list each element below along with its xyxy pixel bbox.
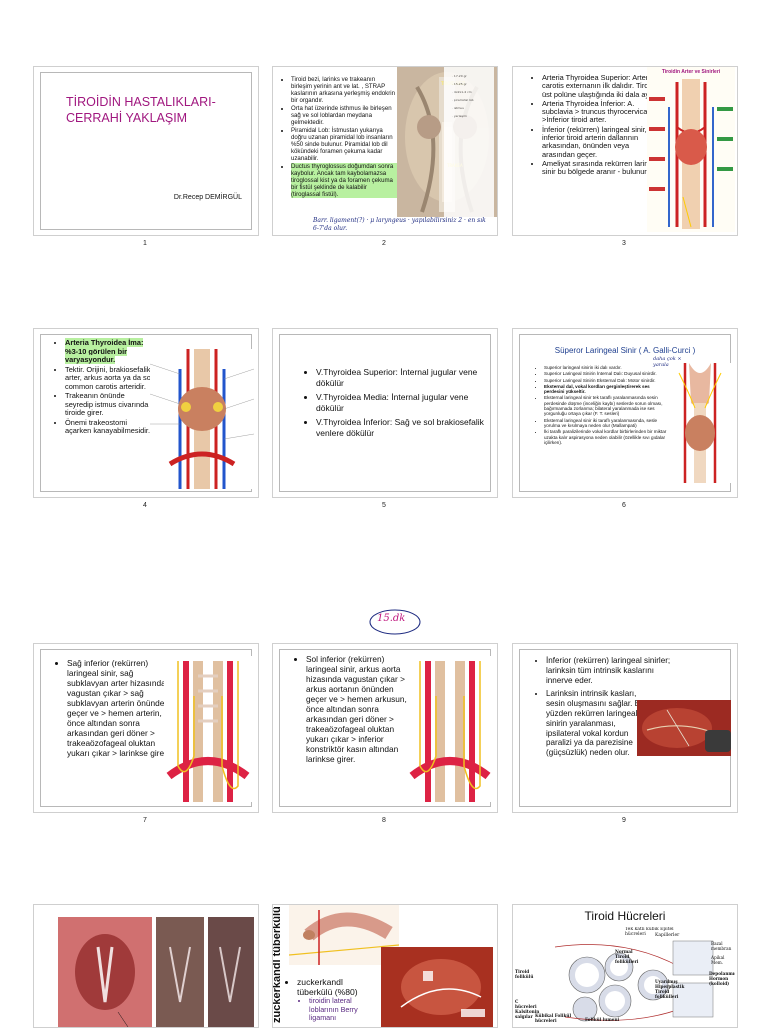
slide-frame (279, 334, 491, 492)
slide-title: Süperor Laringeal Sinir ( A. Galli-Curci… (554, 346, 696, 355)
bullet: Larinksin intrinsik kasları, sesin oluşm… (546, 689, 652, 758)
slide-text: V.Thyroidea Superior: İnternal jugular v… (307, 367, 492, 439)
bullet: Superior Laringeal Sinirin Eksternal Dal… (544, 378, 669, 383)
svg-text:· 15-25 gr: · 15-25 gr (452, 82, 467, 86)
bullet: Ductus thyroglossus doğumdan sonra kaybo… (291, 163, 397, 198)
slide-title: Tiroid Hücreleri (584, 909, 666, 923)
bullet: Arteria Thyroidea İma: %3-10 görülen bir… (65, 338, 154, 365)
svg-text:· piramidal lob: · piramidal lob (452, 98, 474, 102)
svg-text:· 4x2x1-4 cm: · 4x2x1-4 cm (452, 90, 472, 94)
cell-label: Apikal Mem. (711, 955, 725, 965)
time-note-text: 15.dk (377, 613, 406, 624)
bullet: Eksternal laringeal sinir tek taraflı ya… (544, 395, 669, 416)
slide-text: Sol inferior (rekürren) laringeal sinir,… (297, 654, 409, 765)
bullet: Sol inferior (rekürren) laringeal sinir,… (306, 654, 409, 764)
handwritten-time-note: 15.dk (368, 607, 422, 637)
slide-text: Tiroid bezi, larinks ve trakeanın birleş… (282, 76, 397, 199)
bullet: Tiroid bezi, larinks ve trakeanın birleş… (291, 76, 397, 104)
bullet: Piramidal Lob: İstmustan yukarıya doğru … (291, 127, 397, 162)
slide-text: Arteria Thyroidea İma: %3-10 görülen bir… (56, 338, 154, 437)
slide-3: Arteria Thyroidea Superior: Arteria caro… (512, 66, 738, 236)
slide-title: TİROİDİN HASTALIKLARI-CERRAHİ YAKLAŞIM (66, 95, 216, 125)
bullet: İki taraflı paralizilerinde vokal kordla… (544, 429, 669, 445)
bullet: Superior laringeal sinirin iki dalı vard… (544, 365, 669, 370)
handwritten-note: Barr. ligament(?) · μ laryngeus · yapıla… (313, 217, 486, 232)
cell-label: Bazal membran (711, 941, 732, 951)
bullet: V.Thyroidea Superior: İnternal jugular v… (316, 367, 492, 388)
bullet: Eksternal dal, vokal kordları gerginleşt… (544, 384, 669, 395)
cell-label: Kübikal Folikül hücreleri (535, 1013, 572, 1023)
handwritten-note: daha çok × yaralanır (653, 356, 682, 368)
cell-label: Tiroid folikülü (515, 969, 534, 979)
page-number: 4 (143, 502, 147, 509)
thyroid-vessel-illustration (150, 349, 254, 489)
right-recurrent-nerve-diagram (164, 656, 252, 802)
cell-label: Folikül lumeni (585, 1017, 620, 1022)
operation-photo (381, 947, 493, 1027)
slide-text: Sağ inferior (rekürren) laringeal sinir,… (58, 658, 170, 759)
bullet: Orta hat üzerinde isthmus ile birleşen s… (291, 105, 397, 126)
slide-6: Süperor Laringeal Sinir ( A. Galli-Curci… (512, 328, 738, 498)
side-title: zuckerkandl tüberkülü (272, 906, 283, 1023)
slide-11: zuckerkandl tüberkülü zuckerkandl tüberk… (272, 904, 498, 1028)
slide-12: Tiroid Hücreleri Tek katlı kübik Epitel … (512, 904, 738, 1028)
cell-label: Uyarılmış Hiperplastik Tiroid foliküller… (655, 979, 685, 999)
page-number: 9 (622, 817, 626, 824)
bullet: Önemi trakeostomi açarken kanayabilmesid… (65, 418, 154, 436)
bullet: Sağ inferior (rekürren) laringeal sinir,… (67, 658, 170, 758)
laryngeal-nerve-illustration (669, 363, 731, 483)
bullet: Ameliyat sırasında rekürren laringeal si… (542, 159, 663, 177)
cell-label: Depolanmış Hormon (kolloid) (709, 971, 735, 986)
info-box: zuckerkandl tüberkülü (%80) tiroidin lat… (287, 977, 379, 1027)
slide-8: Sol inferior (rekürren) laringeal sinir,… (272, 643, 498, 813)
bullet: İnferior (rekürren) laringeal sinirler; … (546, 656, 676, 685)
slide-5: V.Thyroidea Superior: İnternal jugular v… (272, 328, 498, 498)
cell-label: Normal Tiroid folikülleri (615, 949, 639, 964)
page-number: 8 (382, 817, 386, 824)
svg-text:· istmus: · istmus (452, 106, 464, 110)
slide-text: İnferior (rekürren) laringeal sinirler; … (537, 656, 727, 759)
anatomy-legend: · 17-20 gr · 15-25 gr · 4x2x1-4 cm · piram… (444, 67, 494, 217)
cell-label: Tek katlı kübik Epitel hücreleri (625, 927, 674, 937)
page-number: 2 (382, 240, 386, 247)
left-recurrent-nerve-diagram (407, 656, 493, 802)
bullet: Eksternal laringeal sinir iki taraflı ya… (544, 418, 669, 429)
slide-2: Tiroid bezi, larinks ve trakeanın birleş… (272, 66, 498, 236)
bullet: V.Thyroidea İnferior: Sağ ve sol brakios… (316, 417, 492, 438)
page-number: 5 (382, 502, 386, 509)
cell-label: Kapillerler (655, 933, 680, 938)
bullet: İnferior (rekürren) laringeal sinir, inf… (542, 125, 663, 159)
svg-text:· yerleşim: · yerleşim (452, 114, 467, 118)
bullet: V.Thyroidea Media: İnternal jugular vene… (316, 392, 492, 413)
bullet: Trakeanın önünde seyredip istmus civarın… (65, 391, 154, 418)
slide-text: Arteria Thyroidea Superior: Arteria caro… (533, 73, 663, 178)
bullet: Tektir. Orijini, brakiosefalik arter, ar… (65, 365, 154, 392)
page-number: 3 (622, 240, 626, 247)
slide-author: Dr.Recep DEMİRGÜL (173, 194, 242, 201)
slide-9: İnferior (rekürren) laringeal sinirler; … (512, 643, 738, 813)
slide-10 (33, 904, 259, 1028)
slide-4: Arteria Thyroidea İma: %3-10 görülen bir… (33, 328, 259, 498)
artery-nerve-diagram: Tiroidin Arter ve Sinirleri (647, 67, 735, 232)
surgical-photo (637, 700, 731, 756)
slide-1: TİROİDİN HASTALIKLARI-CERRAHİ YAKLAŞIM D… (33, 66, 259, 236)
zuckerkandl-diagram (289, 905, 399, 965)
thyroid-cell-diagram: Tek katlı kübik Epitel hücreleri Kapille… (515, 927, 735, 1027)
page-number: 1 (143, 240, 147, 247)
svg-text:· 17-20 gr: · 17-20 gr (452, 74, 467, 78)
slide-7: Sağ inferior (rekürren) laringeal sinir,… (33, 643, 259, 813)
cell-label: C hücreleri Kalsitonin salgılar (515, 999, 540, 1019)
page-number: 7 (143, 817, 147, 824)
bullet: Arteria Thyroidea İnferior: A. subclavia… (542, 99, 663, 125)
sub-bullet: tiroidin lateral loblarının Berry ligama… (309, 996, 379, 1023)
bullet: zuckerkandl tüberkülü (%80) (297, 977, 379, 997)
slide-frame (40, 72, 252, 230)
page-number: 6 (622, 502, 626, 509)
bullet: Superior Laringeal Sinirin İnternal Dalı… (544, 371, 669, 376)
bullet: Arteria Thyroidea Superior: Arteria caro… (542, 73, 663, 99)
laryngoscopy-photos (58, 917, 254, 1027)
slide-text: Superior laringeal sinirin iki dalı vard… (535, 365, 669, 446)
diagram-title: Tiroidin Arter ve Sinirleri (661, 69, 721, 75)
